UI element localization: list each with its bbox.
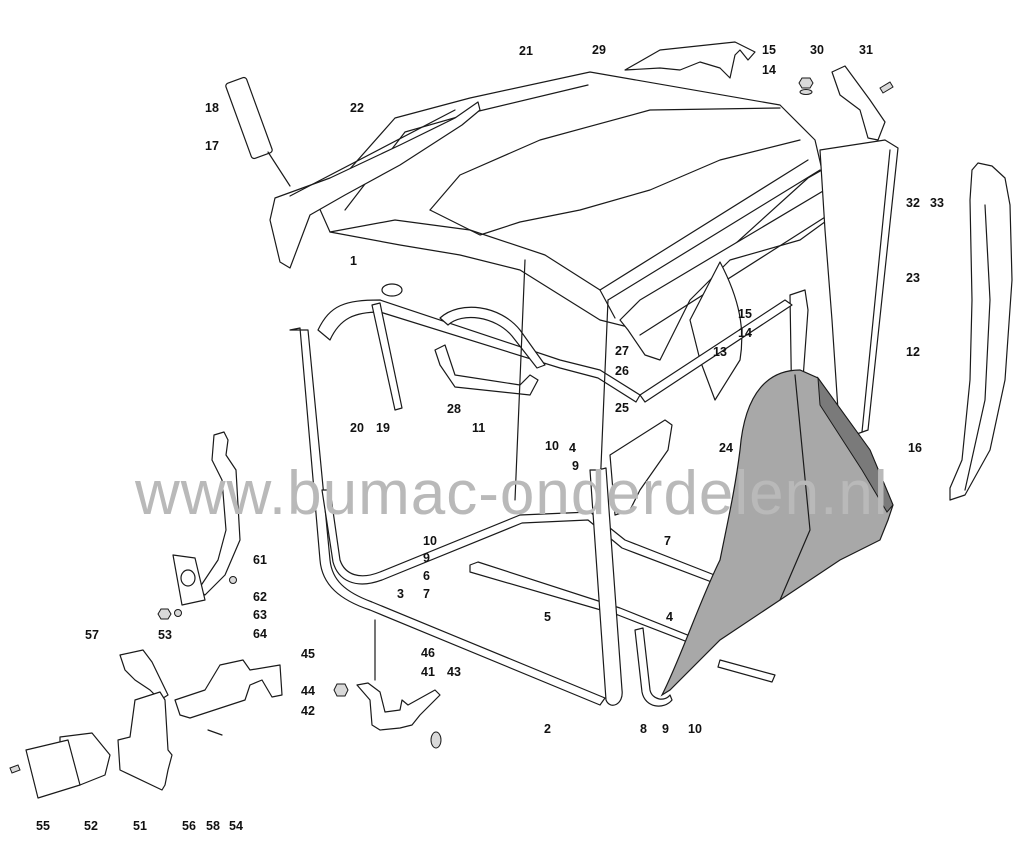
latch-assembly [9, 649, 283, 799]
callout-57: 57 [85, 628, 99, 642]
callout-15-lower: 15 [738, 307, 752, 321]
callout-9: 9 [572, 459, 579, 473]
collector-bag [660, 369, 894, 697]
callout-53: 53 [158, 628, 172, 642]
callout-26: 26 [615, 364, 629, 378]
callout-30: 30 [810, 43, 824, 57]
callout-7-mid: 7 [423, 587, 430, 601]
callout-33: 33 [930, 196, 944, 210]
callout-12: 12 [906, 345, 920, 359]
callout-1: 1 [350, 254, 357, 268]
callout-11: 11 [472, 421, 485, 435]
callout-5: 5 [544, 610, 551, 624]
callout-32: 32 [906, 196, 920, 210]
callout-9-mid: 9 [423, 551, 430, 565]
callout-7: 7 [664, 534, 671, 548]
callout-61: 61 [253, 553, 267, 567]
callout-56: 56 [182, 819, 196, 833]
callout-24: 24 [719, 441, 733, 455]
callout-labels: 21 29 15 14 30 31 18 22 17 32 33 23 1 15… [36, 43, 944, 833]
callout-17: 17 [205, 139, 219, 153]
callout-19: 19 [376, 421, 390, 435]
callout-4-lower: 4 [666, 610, 673, 624]
callout-14-lower: 14 [738, 326, 752, 340]
callout-23: 23 [906, 271, 920, 285]
callout-55: 55 [36, 819, 50, 833]
lever-assembly [333, 619, 442, 749]
callout-15: 15 [762, 43, 776, 57]
callout-45: 45 [301, 647, 315, 661]
callout-25: 25 [615, 401, 629, 415]
callout-8: 8 [640, 722, 647, 736]
callout-14: 14 [762, 63, 776, 77]
rear-cover [619, 174, 861, 401]
callout-18: 18 [205, 101, 219, 115]
callout-54: 54 [229, 819, 243, 833]
callout-62: 62 [253, 590, 267, 604]
callout-10-lower: 10 [688, 722, 702, 736]
callout-13: 13 [713, 345, 727, 359]
callout-44: 44 [301, 684, 315, 698]
callout-22: 22 [350, 101, 364, 115]
callout-2: 2 [544, 722, 551, 736]
callout-9-lower: 9 [662, 722, 669, 736]
callout-41: 41 [421, 665, 435, 679]
callout-29: 29 [592, 43, 606, 57]
callout-64: 64 [253, 627, 267, 641]
callout-58: 58 [206, 819, 220, 833]
left-bracket [157, 431, 241, 620]
callout-10-mid: 10 [423, 534, 437, 548]
callout-28: 28 [447, 402, 461, 416]
callout-42: 42 [301, 704, 315, 718]
callout-20: 20 [350, 421, 364, 435]
callout-16: 16 [908, 441, 922, 455]
front-handle [225, 76, 481, 269]
callout-52: 52 [84, 819, 98, 833]
callout-43: 43 [447, 665, 461, 679]
callout-51: 51 [133, 819, 147, 833]
callout-31: 31 [859, 43, 873, 57]
callout-27: 27 [615, 344, 629, 358]
callout-10: 10 [545, 439, 559, 453]
callout-6: 6 [423, 569, 430, 583]
callout-3: 3 [397, 587, 404, 601]
callout-46: 46 [421, 646, 435, 660]
side-panel [819, 139, 899, 441]
callout-21: 21 [519, 44, 533, 58]
callout-63: 63 [253, 608, 267, 622]
callout-4: 4 [569, 441, 576, 455]
side-trim [949, 162, 1013, 501]
top-right-parts [624, 41, 894, 141]
main-frame [289, 259, 809, 707]
